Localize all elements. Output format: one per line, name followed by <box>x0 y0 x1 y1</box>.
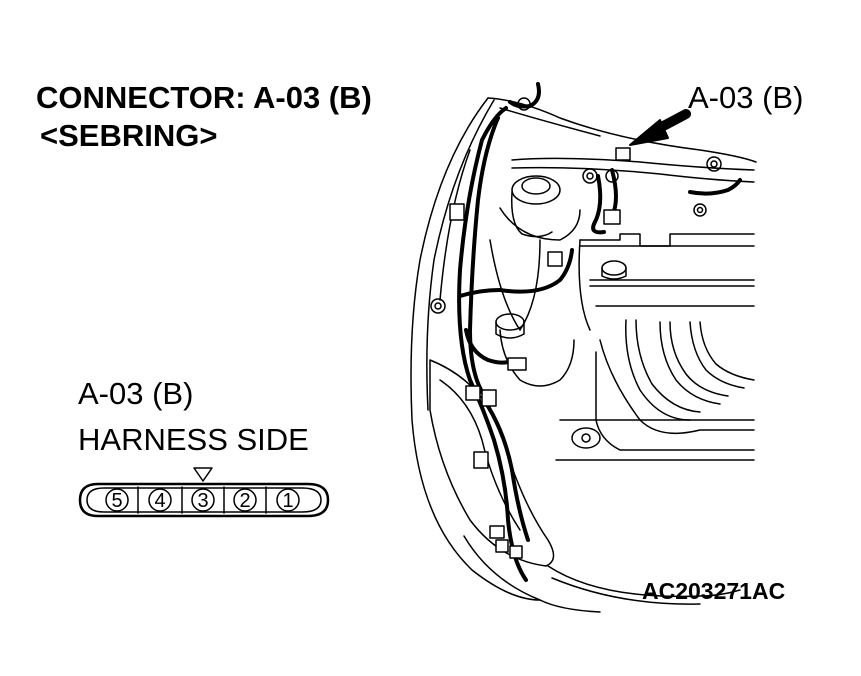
strut-tower <box>489 157 755 331</box>
pin-4-circle <box>148 488 172 512</box>
engine-block <box>495 233 755 461</box>
pin-number: 5 <box>111 490 122 512</box>
vehicle-model-label: <SEBRING> <box>40 118 218 153</box>
pin-2-circle <box>233 488 257 512</box>
pin-number: 4 <box>154 490 165 512</box>
pin-1-circle <box>276 488 300 512</box>
harness-connectors <box>430 97 722 559</box>
pointer-arrow-icon <box>629 109 691 146</box>
pin-number: 1 <box>282 490 293 512</box>
connector-callout-label: A-03 (B) <box>688 80 804 115</box>
wiring-harness <box>457 82 742 582</box>
diagram-title: CONNECTOR: A-03 (B) <box>36 80 372 115</box>
pin-5-circle <box>105 488 129 512</box>
pin-number: 3 <box>197 490 208 512</box>
harness-side-label: HARNESS SIDE <box>78 422 309 457</box>
connector-face-diagram: 5 4 3 2 1 <box>78 467 330 518</box>
pin-number: 2 <box>239 490 250 512</box>
figure-code: AC203271AC <box>642 578 786 604</box>
pin-3-circle <box>191 488 215 512</box>
connector-name-label: A-03 (B) <box>78 376 194 411</box>
locking-tab-icon <box>193 467 213 482</box>
